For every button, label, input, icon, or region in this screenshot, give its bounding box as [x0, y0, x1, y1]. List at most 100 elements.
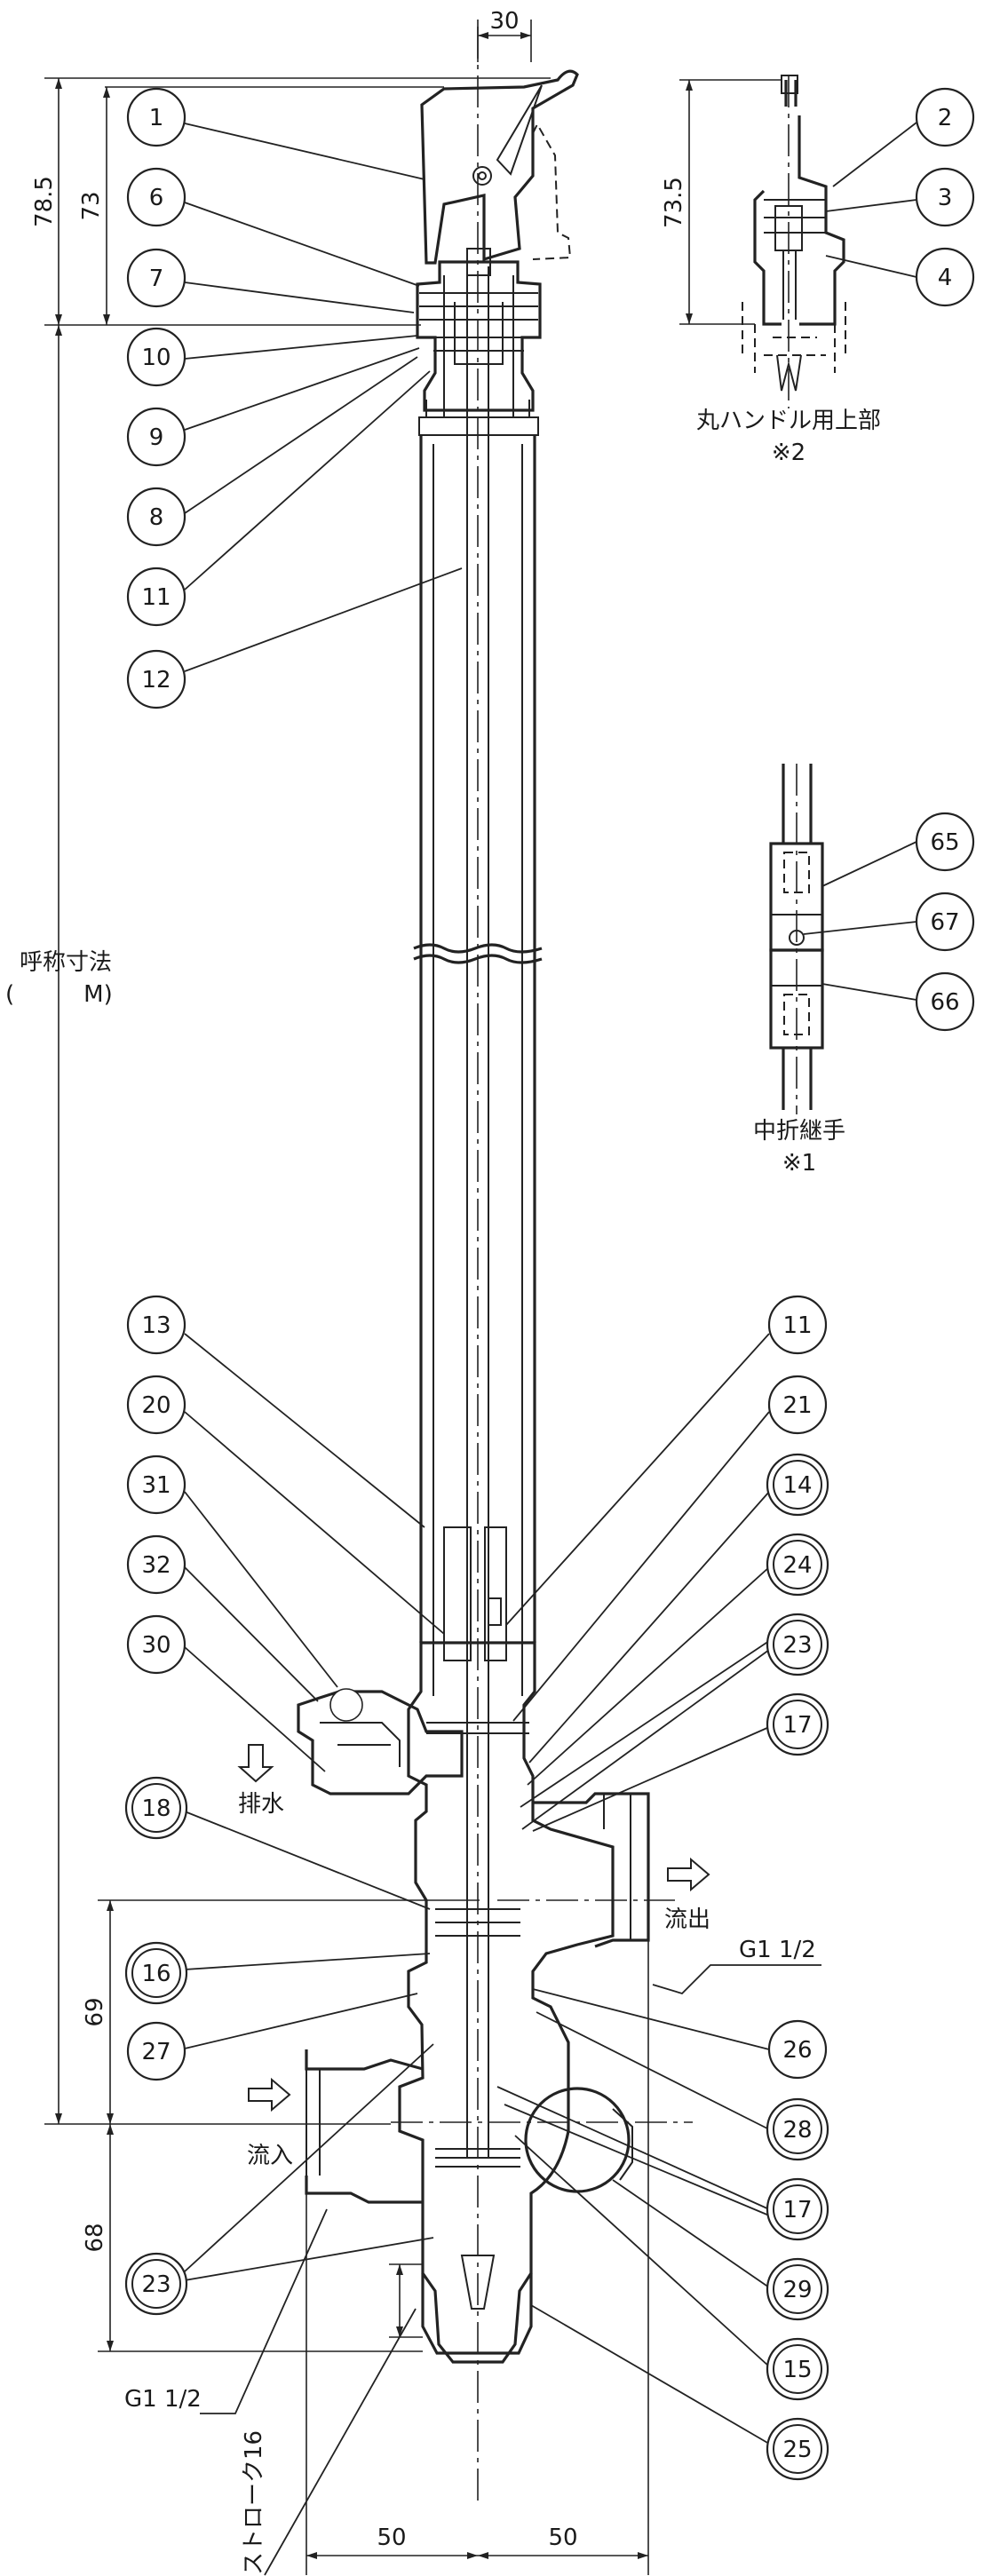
dim-30: 30 [489, 8, 519, 35]
upper-body [416, 260, 542, 412]
balloon-23-lower: 23 [124, 2252, 188, 2316]
dim-stroke: ストローク16 [241, 2430, 267, 2575]
svg-text:17: 17 [782, 1712, 812, 1739]
svg-text:30: 30 [141, 1632, 171, 1659]
balloon-7: 7 [126, 248, 186, 308]
balloon-32: 32 [126, 1534, 186, 1595]
svg-text:12: 12 [141, 667, 171, 694]
svg-text:3: 3 [938, 185, 953, 211]
label-inflow: 流入 [247, 2143, 293, 2169]
svg-text:2: 2 [938, 105, 953, 131]
balloon-17-upper: 17 [766, 1692, 829, 1756]
balloon-28: 28 [766, 2097, 829, 2161]
balloon-15: 15 [766, 2337, 829, 2401]
svg-text:14: 14 [782, 1472, 812, 1499]
dim-nominal-line2: ( M) [5, 981, 113, 1008]
lever-handle [420, 69, 579, 265]
svg-text:23: 23 [141, 2271, 171, 2298]
inlet-pipe [305, 2049, 424, 2204]
lever-pin [472, 166, 492, 186]
drain-arrow [237, 1744, 274, 1783]
balloon-20: 20 [126, 1375, 186, 1435]
balloon-8: 8 [126, 487, 186, 547]
dim-50-right: 50 [548, 2524, 577, 2551]
balloon-67: 67 [915, 892, 975, 952]
svg-text:65: 65 [930, 829, 959, 856]
svg-text:31: 31 [141, 1472, 171, 1499]
label-g-outlet: G1 1/2 [739, 1937, 816, 1963]
svg-text:9: 9 [149, 424, 164, 451]
svg-text:66: 66 [930, 989, 959, 1016]
svg-text:27: 27 [141, 2039, 171, 2065]
detail-captions: 丸ハンドル用上部 ※2 中折継手 ※1 [696, 408, 881, 1177]
svg-text:1: 1 [149, 105, 164, 131]
svg-text:15: 15 [782, 2357, 812, 2383]
balloon-31: 31 [126, 1454, 186, 1515]
caption-round-handle-note: ※2 [772, 440, 806, 466]
main-assembly [297, 69, 650, 2364]
svg-text:23: 23 [782, 1632, 812, 1659]
label-drain: 排水 [238, 1791, 284, 1818]
round-handle-detail [742, 75, 846, 392]
balloon-18: 18 [124, 1776, 188, 1840]
outlet-pipe [533, 1792, 650, 1948]
center-lines [391, 27, 798, 2504]
balloon-12: 12 [126, 649, 186, 709]
outflow-arrow [667, 1857, 710, 1892]
dim-78-5: 78.5 [31, 176, 58, 227]
valve-body [398, 1641, 615, 2364]
svg-text:7: 7 [149, 266, 164, 292]
svg-text:8: 8 [149, 504, 164, 531]
svg-text:21: 21 [782, 1392, 812, 1419]
balloon-65: 65 [915, 812, 975, 872]
svg-text:32: 32 [141, 1552, 171, 1579]
svg-text:67: 67 [930, 909, 959, 936]
balloon-23-upper: 23 [766, 1613, 829, 1676]
balloon-3: 3 [915, 167, 975, 227]
inflow-arrow [248, 2077, 291, 2112]
leader-lines [184, 122, 917, 2445]
dimension-lines [44, 20, 821, 2576]
flow-labels: 排水 流出 流入 G1 1/2 G1 1/2 [124, 1744, 816, 2413]
balloon-17-lower: 17 [766, 2177, 829, 2241]
svg-text:6: 6 [149, 185, 164, 211]
dim-73-5: 73.5 [661, 177, 687, 228]
balloon-14: 14 [766, 1453, 829, 1517]
dim-68: 68 [82, 2223, 108, 2252]
balloon-11-upper: 11 [126, 567, 186, 627]
svg-text:28: 28 [782, 2117, 812, 2144]
svg-text:11: 11 [782, 1312, 812, 1339]
balloon-29: 29 [766, 2257, 829, 2321]
balloon-1: 1 [126, 87, 186, 147]
dimension-text: 30 78.5 73 73.5 呼称寸法 ( M) 6 9 68 50 50 スト… [5, 8, 687, 2575]
svg-text:16: 16 [141, 1961, 171, 1987]
svg-text:20: 20 [141, 1392, 171, 1419]
balloon-16: 16 [124, 1941, 188, 2005]
balloon-2: 2 [915, 87, 975, 147]
caption-mid-joint-note: ※1 [782, 1150, 816, 1177]
svg-text:11: 11 [141, 584, 171, 611]
svg-text:18: 18 [141, 1795, 171, 1822]
balloon-30: 30 [126, 1614, 186, 1675]
dim-50-left: 50 [377, 2524, 406, 2551]
svg-text:26: 26 [782, 2037, 812, 2064]
caption-mid-joint: 中折継手 [753, 1118, 845, 1145]
svg-text:10: 10 [141, 345, 171, 371]
balloon-27: 27 [126, 2021, 186, 2081]
mid-joint-detail [769, 764, 824, 1110]
cavity-boss [524, 2087, 631, 2193]
dim-73: 73 [78, 191, 105, 220]
balloon-21: 21 [767, 1375, 828, 1435]
caption-round-handle: 丸ハンドル用上部 [696, 408, 881, 434]
balloon-9: 9 [126, 407, 186, 467]
svg-text:17: 17 [782, 2197, 812, 2223]
label-g-inlet: G1 1/2 [124, 2386, 202, 2413]
svg-text:29: 29 [782, 2277, 812, 2303]
balloon-13: 13 [126, 1295, 186, 1355]
svg-text:4: 4 [938, 265, 953, 291]
balloon-11-lower: 11 [767, 1295, 828, 1355]
dim-nominal-line1: 呼称寸法 [20, 949, 112, 976]
part-balloons: 1 6 7 10 9 8 11 12 2 3 4 65 67 66 13 20 … [124, 87, 975, 2481]
svg-text:24: 24 [782, 1552, 812, 1579]
